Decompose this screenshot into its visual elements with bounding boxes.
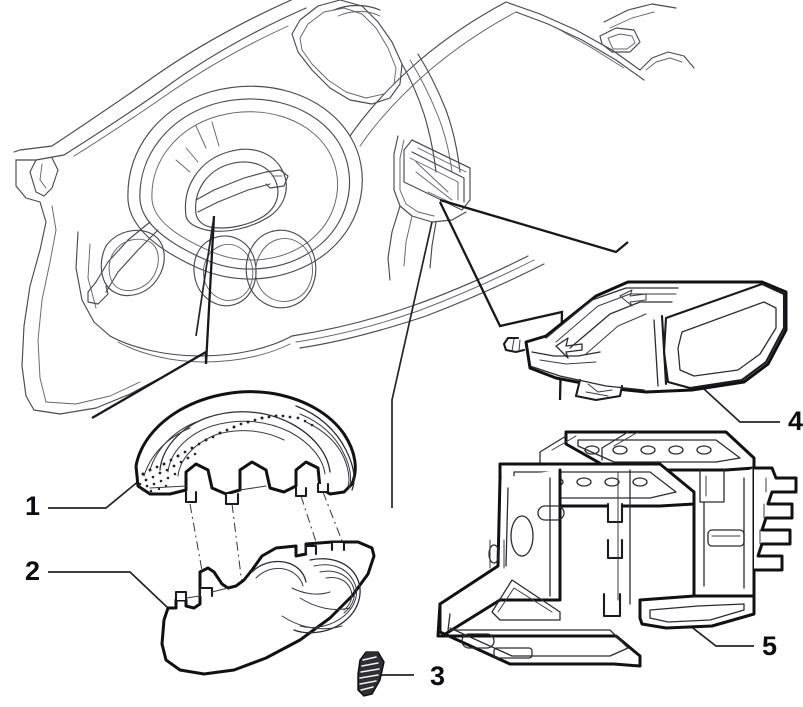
leader-to-shrouds-secondary xyxy=(195,215,215,337)
callout-number-4: 4 xyxy=(788,406,803,436)
cage-studs-rear xyxy=(584,445,712,455)
lower-shroud-tab-left xyxy=(174,590,188,602)
callout-number-5: 5 xyxy=(762,631,777,661)
lower-shroud-tab-right-b xyxy=(330,540,346,552)
leader-callout-1 xyxy=(48,479,141,509)
lower-shroud-tab-mid xyxy=(198,586,214,598)
lower-shroud-tab-right-a xyxy=(304,544,318,556)
part-self-tapping-screw xyxy=(357,651,385,697)
leader-to-part-4-dash xyxy=(439,198,629,254)
callout-numbers: 1 2 3 4 5 xyxy=(25,406,803,691)
shroud-tab-left xyxy=(184,490,198,504)
leader-to-shrouds xyxy=(91,215,216,419)
part-lower-steering-column-shroud xyxy=(160,540,376,676)
dashboard-assembly xyxy=(13,0,695,415)
part-radio-head-unit xyxy=(502,280,788,402)
shroud-tab-right-b xyxy=(316,482,330,494)
shroud-textured-edge xyxy=(138,414,314,493)
shroud-tab-right-a xyxy=(294,486,308,498)
leader-callout-4 xyxy=(691,377,780,423)
leader-console-down xyxy=(391,221,433,508)
part-upper-steering-column-shroud xyxy=(134,390,357,506)
cage-spring-clips xyxy=(752,466,798,572)
callout-number-2: 2 xyxy=(25,556,40,586)
radio-mount-tab xyxy=(574,378,624,402)
callout-number-1: 1 xyxy=(25,491,40,521)
leader-callout-2 xyxy=(48,571,169,609)
part-radio-mounting-cage xyxy=(436,430,798,668)
callout-number-3: 3 xyxy=(430,661,445,691)
shroud-tab-mid xyxy=(224,492,240,506)
